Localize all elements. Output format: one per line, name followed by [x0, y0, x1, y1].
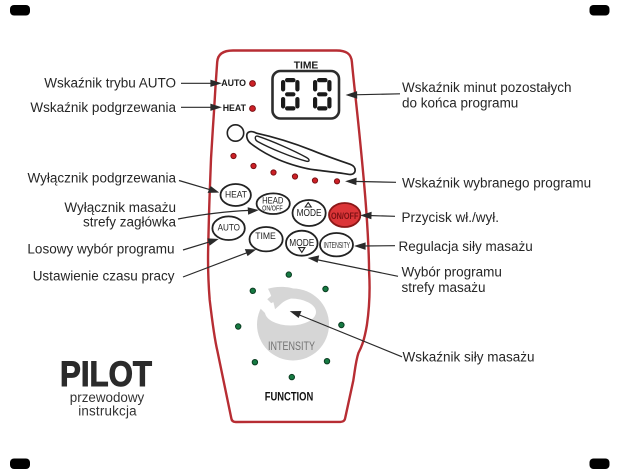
- svg-text:do końca programu: do końca programu: [402, 96, 518, 111]
- svg-text:Wskaźnik siły masażu: Wskaźnik siły masażu: [403, 350, 535, 365]
- svg-text:ON/OFF: ON/OFF: [331, 211, 359, 221]
- svg-text:AUTO: AUTO: [218, 222, 240, 233]
- svg-text:MODE: MODE: [297, 207, 322, 219]
- svg-text:ON/OFF: ON/OFF: [262, 206, 283, 213]
- svg-text:Wskaźnik podgrzewania: Wskaźnik podgrzewania: [30, 100, 176, 115]
- svg-text:Ustawienie czasu pracy: Ustawienie czasu pracy: [33, 269, 175, 284]
- svg-text:Wskaźnik wybranego programu: Wskaźnik wybranego programu: [402, 176, 591, 191]
- svg-text:FUNCTION: FUNCTION: [265, 390, 314, 404]
- svg-text:Wyłącznik masażu: Wyłącznik masażu: [64, 200, 176, 215]
- svg-text:INTENSITY: INTENSITY: [324, 241, 351, 250]
- svg-text:Wskaźnik trybu AUTO: Wskaźnik trybu AUTO: [44, 76, 176, 91]
- svg-text:HEAT: HEAT: [225, 189, 247, 200]
- svg-text:PILOT: PILOT: [60, 354, 152, 394]
- svg-text:TIME: TIME: [294, 61, 319, 72]
- svg-text:strefy masażu: strefy masażu: [402, 280, 486, 295]
- svg-text:HEAT: HEAT: [223, 103, 247, 113]
- svg-text:INTENSITY: INTENSITY: [268, 341, 315, 353]
- svg-text:MODE: MODE: [289, 237, 314, 249]
- svg-text:strefy zagłówka: strefy zagłówka: [83, 215, 177, 230]
- svg-text:TIME: TIME: [255, 231, 276, 242]
- svg-text:HEAD: HEAD: [262, 196, 284, 206]
- svg-text:AUTO: AUTO: [221, 78, 246, 88]
- svg-text:Regulacja siły masażu: Regulacja siły masażu: [399, 239, 533, 254]
- svg-text:Losowy wybór programu: Losowy wybór programu: [27, 242, 174, 257]
- svg-text:przewodowy: przewodowy: [70, 390, 145, 405]
- svg-text:instrukcja: instrukcja: [78, 403, 137, 418]
- svg-text:Wskaźnik minut pozostałych: Wskaźnik minut pozostałych: [402, 80, 572, 95]
- svg-text:Wyłącznik podgrzewania: Wyłącznik podgrzewania: [28, 171, 177, 186]
- svg-text:Przycisk wł./wył.: Przycisk wł./wył.: [402, 210, 500, 225]
- svg-text:Wybór programu: Wybór programu: [402, 265, 502, 280]
